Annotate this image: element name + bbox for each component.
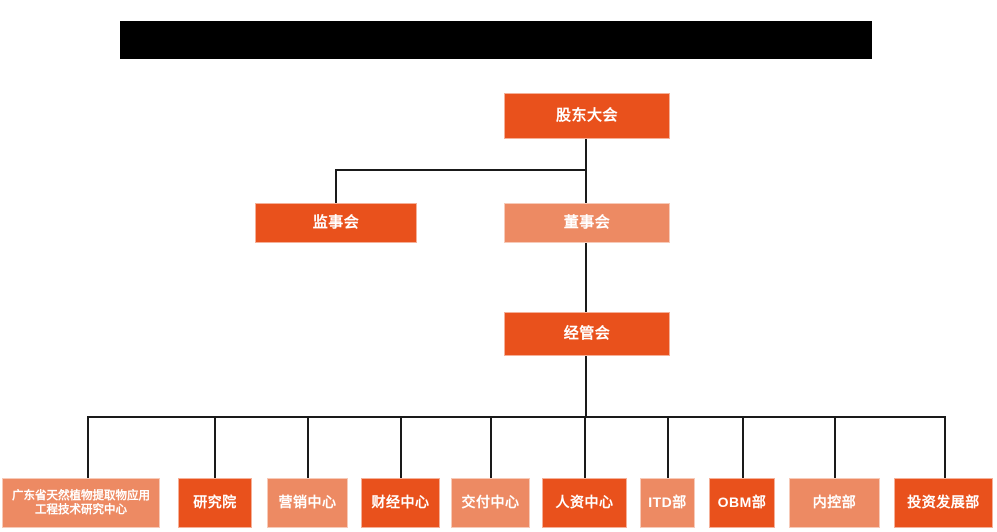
connector-to-marketing: [307, 416, 309, 478]
connector-to-hr: [584, 416, 586, 478]
redacted-title-bar: [120, 21, 872, 59]
connector-to-itd: [667, 416, 669, 478]
node-marketing[interactable]: 营销中心: [267, 478, 348, 528]
connector-to-institute: [214, 416, 216, 478]
connector-to-research-center: [87, 416, 89, 478]
connector-management-stem: [585, 355, 587, 417]
connector-departments-bus: [87, 416, 945, 418]
node-shareholders[interactable]: 股东大会: [504, 93, 670, 139]
connector-to-investment: [944, 416, 946, 478]
node-internal-control[interactable]: 内控部: [789, 478, 880, 528]
node-institute[interactable]: 研究院: [178, 478, 252, 528]
node-supervisors[interactable]: 监事会: [255, 203, 417, 243]
connector-shareholders-stem: [585, 139, 587, 170]
node-directors[interactable]: 董事会: [504, 203, 670, 243]
node-research-center[interactable]: 广东省天然植物提取物应用工程技术研究中心: [2, 478, 160, 528]
node-finance[interactable]: 财经中心: [361, 478, 440, 528]
connector-to-directors: [585, 169, 587, 204]
connector-to-delivery: [490, 416, 492, 478]
connector-to-supervisors: [335, 169, 337, 204]
node-management[interactable]: 经管会: [504, 312, 670, 356]
connector-to-finance: [400, 416, 402, 478]
node-itd[interactable]: ITD部: [640, 478, 695, 528]
node-delivery[interactable]: 交付中心: [451, 478, 530, 528]
node-obm[interactable]: OBM部: [709, 478, 775, 528]
connector-level2-bus: [335, 169, 586, 171]
node-investment[interactable]: 投资发展部: [894, 478, 993, 528]
connector-to-internal-control: [834, 416, 836, 478]
connector-directors-to-management: [585, 242, 587, 312]
node-hr[interactable]: 人资中心: [542, 478, 627, 528]
connector-to-obm: [742, 416, 744, 478]
